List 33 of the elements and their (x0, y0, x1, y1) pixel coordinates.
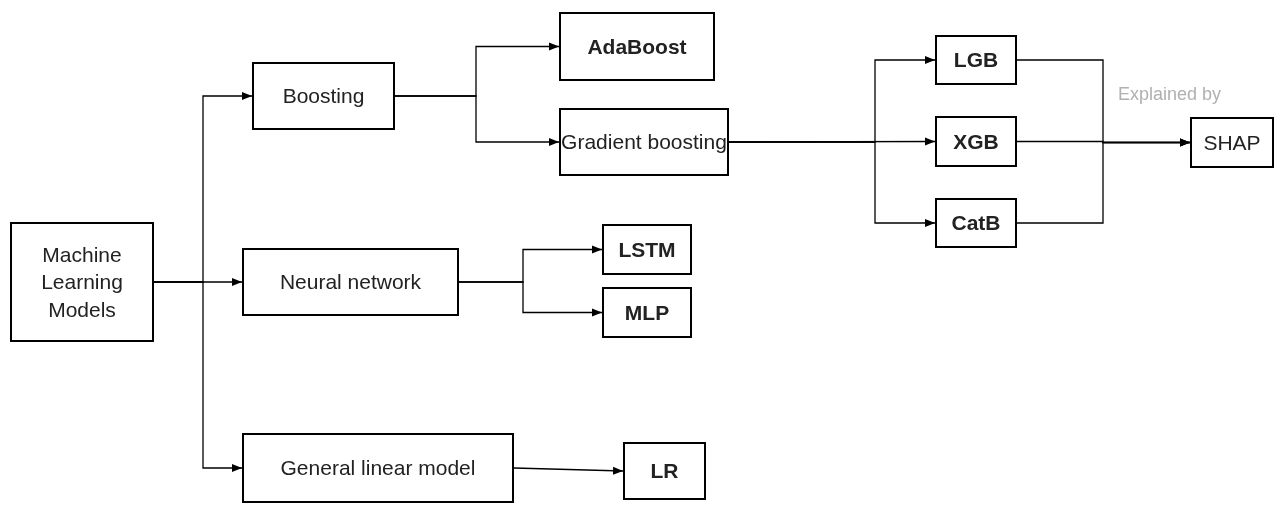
arrow (1016, 138, 1191, 224)
process-box (602, 287, 692, 338)
arrow (394, 95, 560, 146)
process-box (935, 35, 1017, 85)
node-label: Gradient boosting (561, 129, 727, 156)
node-label: General linear model (280, 455, 476, 482)
process-box (252, 62, 395, 130)
node-label: Boosting (282, 83, 365, 110)
node-label: MLP (624, 299, 670, 326)
process-box (935, 116, 1017, 167)
process-box (623, 442, 706, 500)
process-box (935, 198, 1017, 248)
node-label: LSTM (618, 236, 676, 263)
node-label: LR (650, 458, 679, 485)
process-box (242, 248, 459, 316)
node-label: Neural network (279, 269, 422, 296)
arrow (153, 281, 243, 472)
node-label: AdaBoost (587, 33, 687, 60)
process-box (602, 224, 692, 275)
node-label: LGB (953, 47, 999, 74)
arrow (458, 281, 603, 317)
node-label: CatB (951, 210, 1001, 237)
node-label: Machine Learning Models (40, 242, 124, 323)
process-box (559, 108, 729, 176)
edge-label: Explained by (1116, 84, 1224, 105)
arrow (513, 466, 624, 475)
process-box (242, 433, 514, 503)
process-box (559, 12, 715, 81)
arrow (728, 141, 936, 227)
node-label: SHAP (1203, 129, 1261, 156)
process-box (10, 222, 154, 342)
node-label: XGB (953, 128, 999, 155)
process-box (1190, 117, 1274, 168)
